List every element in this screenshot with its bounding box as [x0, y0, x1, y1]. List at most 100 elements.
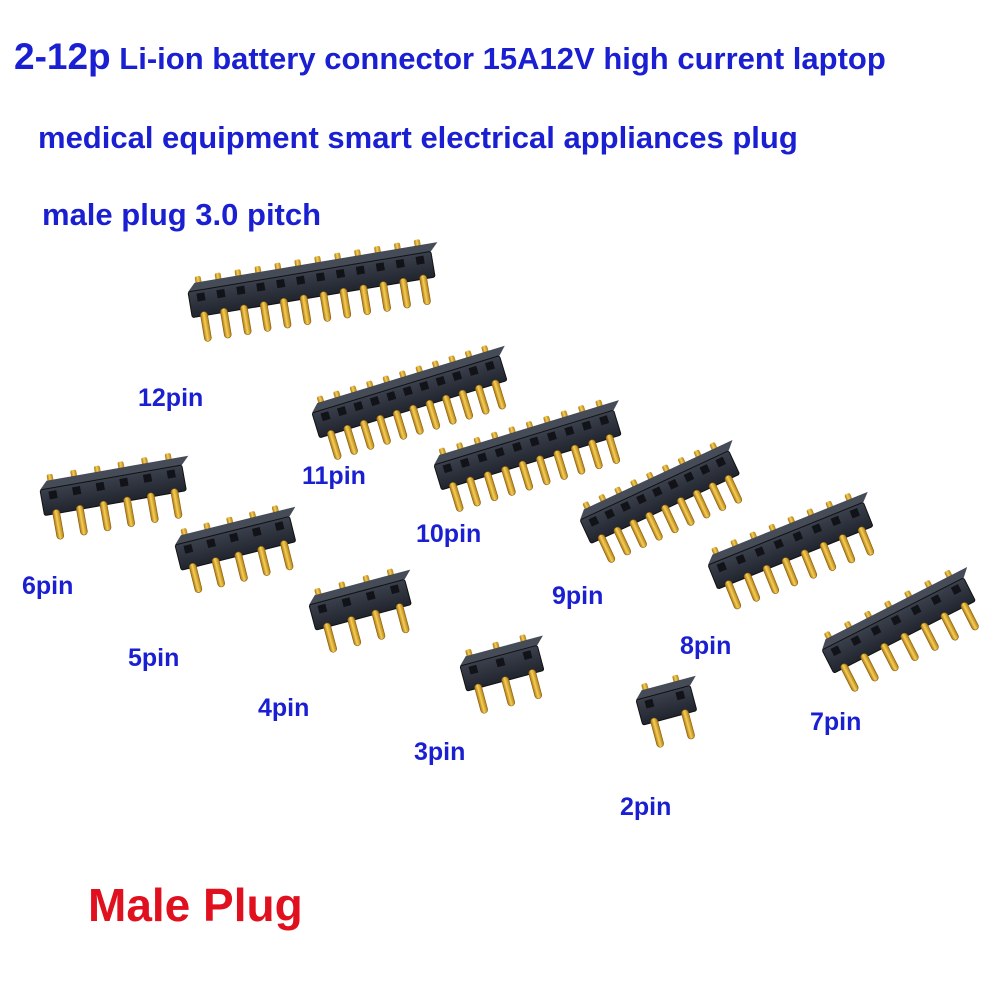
label-11pin: 11pin	[302, 462, 366, 490]
label-3pin: 3pin	[414, 738, 466, 766]
pin-contact	[920, 622, 939, 651]
housing-top	[580, 440, 733, 520]
pin-slot	[529, 436, 540, 447]
pin-contact	[708, 482, 727, 511]
pin-contact	[605, 434, 621, 464]
pin-contact	[724, 475, 743, 504]
pin-slot	[435, 375, 446, 386]
pin-contact	[800, 549, 818, 579]
pin-contact	[553, 450, 568, 480]
pin-slot	[72, 486, 82, 496]
pin-contact	[880, 643, 899, 672]
pin-contact	[409, 404, 424, 435]
pin-slot	[830, 515, 841, 527]
pin-contact	[442, 394, 457, 425]
pin-slot	[636, 493, 647, 505]
pin-slot	[564, 425, 575, 436]
pin-slot	[715, 456, 727, 468]
label-12pin: 12pin	[138, 384, 204, 412]
pin-slot	[196, 292, 206, 302]
connector-4pin	[308, 568, 412, 653]
housing-top	[708, 491, 868, 565]
label-2pin: 2pin	[620, 793, 672, 821]
pin-slot	[335, 268, 346, 279]
pin-slot	[792, 531, 803, 542]
pin-contact	[419, 274, 431, 305]
pin-contact	[279, 298, 292, 329]
pin-contact	[458, 389, 474, 420]
pin-contact	[475, 384, 490, 415]
pin-slot	[142, 473, 153, 483]
pin-slot	[581, 420, 592, 431]
pin-slot	[320, 411, 331, 422]
pin-slot	[699, 464, 711, 475]
pin-contact	[260, 301, 272, 332]
pin-contact	[347, 616, 362, 647]
pin-contact	[376, 414, 391, 445]
pin-contact	[483, 471, 499, 502]
pin-contact	[819, 541, 837, 571]
pin-slot	[375, 262, 385, 272]
pin-slot	[683, 471, 695, 483]
label-10pin: 10pin	[416, 520, 482, 548]
pin-contact	[76, 505, 88, 536]
pin-contact	[146, 492, 159, 523]
pin-contact	[597, 534, 616, 563]
pin-slot	[644, 698, 655, 709]
pin-slot	[667, 478, 679, 490]
pin-contact	[781, 557, 799, 587]
pin-slot	[522, 650, 533, 661]
pin-slot	[494, 447, 505, 458]
housing-top	[188, 242, 438, 292]
pin-slot	[276, 278, 286, 289]
pin-slot	[395, 258, 405, 269]
pin-slot	[459, 457, 470, 468]
connector-12pin	[187, 239, 438, 342]
pin-slot	[317, 603, 328, 614]
pin-slot	[849, 508, 861, 519]
pin-slot	[773, 538, 784, 550]
pin-contact	[762, 564, 780, 594]
pin-range: 2-12p	[14, 36, 111, 77]
pin-slot	[256, 282, 266, 292]
pin-slot	[512, 441, 523, 452]
pin-slot	[477, 452, 488, 463]
label-9pin: 9pin	[552, 582, 604, 610]
pin-contact	[399, 278, 411, 309]
pin-slot	[419, 381, 430, 392]
pin-contact	[661, 504, 679, 534]
pin-contact	[693, 489, 711, 519]
pin-slot	[890, 614, 902, 626]
housing-top	[822, 567, 968, 650]
pin-contact	[257, 545, 271, 576]
product-title-line-3: male plug 3.0 pitch	[42, 197, 322, 232]
pin-contact	[123, 496, 135, 527]
pin-contact	[240, 304, 252, 335]
housing-top	[175, 506, 296, 545]
connector-10pin	[433, 399, 622, 512]
housing-top	[434, 400, 619, 465]
pin-contact	[189, 563, 203, 593]
housing-body	[187, 251, 436, 318]
pin-contact	[838, 534, 856, 564]
pin-slot	[274, 521, 285, 531]
pin-contact	[449, 482, 464, 512]
pin-slot	[415, 255, 425, 265]
pin-slot	[355, 265, 365, 275]
pin-slot	[495, 657, 506, 668]
pin-slot	[95, 481, 105, 492]
pin-contact	[52, 509, 65, 540]
pin-slot	[48, 490, 58, 500]
label-5pin: 5pin	[128, 644, 180, 672]
pin-contact	[501, 676, 515, 707]
product-title-line-1: 2-12p Li-ion battery connector 15A12V hi…	[14, 36, 886, 78]
pin-slot	[251, 526, 262, 537]
pin-slot	[950, 584, 962, 595]
pin-contact	[474, 683, 488, 714]
pin-contact	[840, 663, 859, 692]
pin-slot	[341, 597, 352, 608]
connector-8pin	[708, 491, 875, 610]
pin-slot	[336, 406, 347, 417]
pin-contact	[650, 717, 664, 748]
